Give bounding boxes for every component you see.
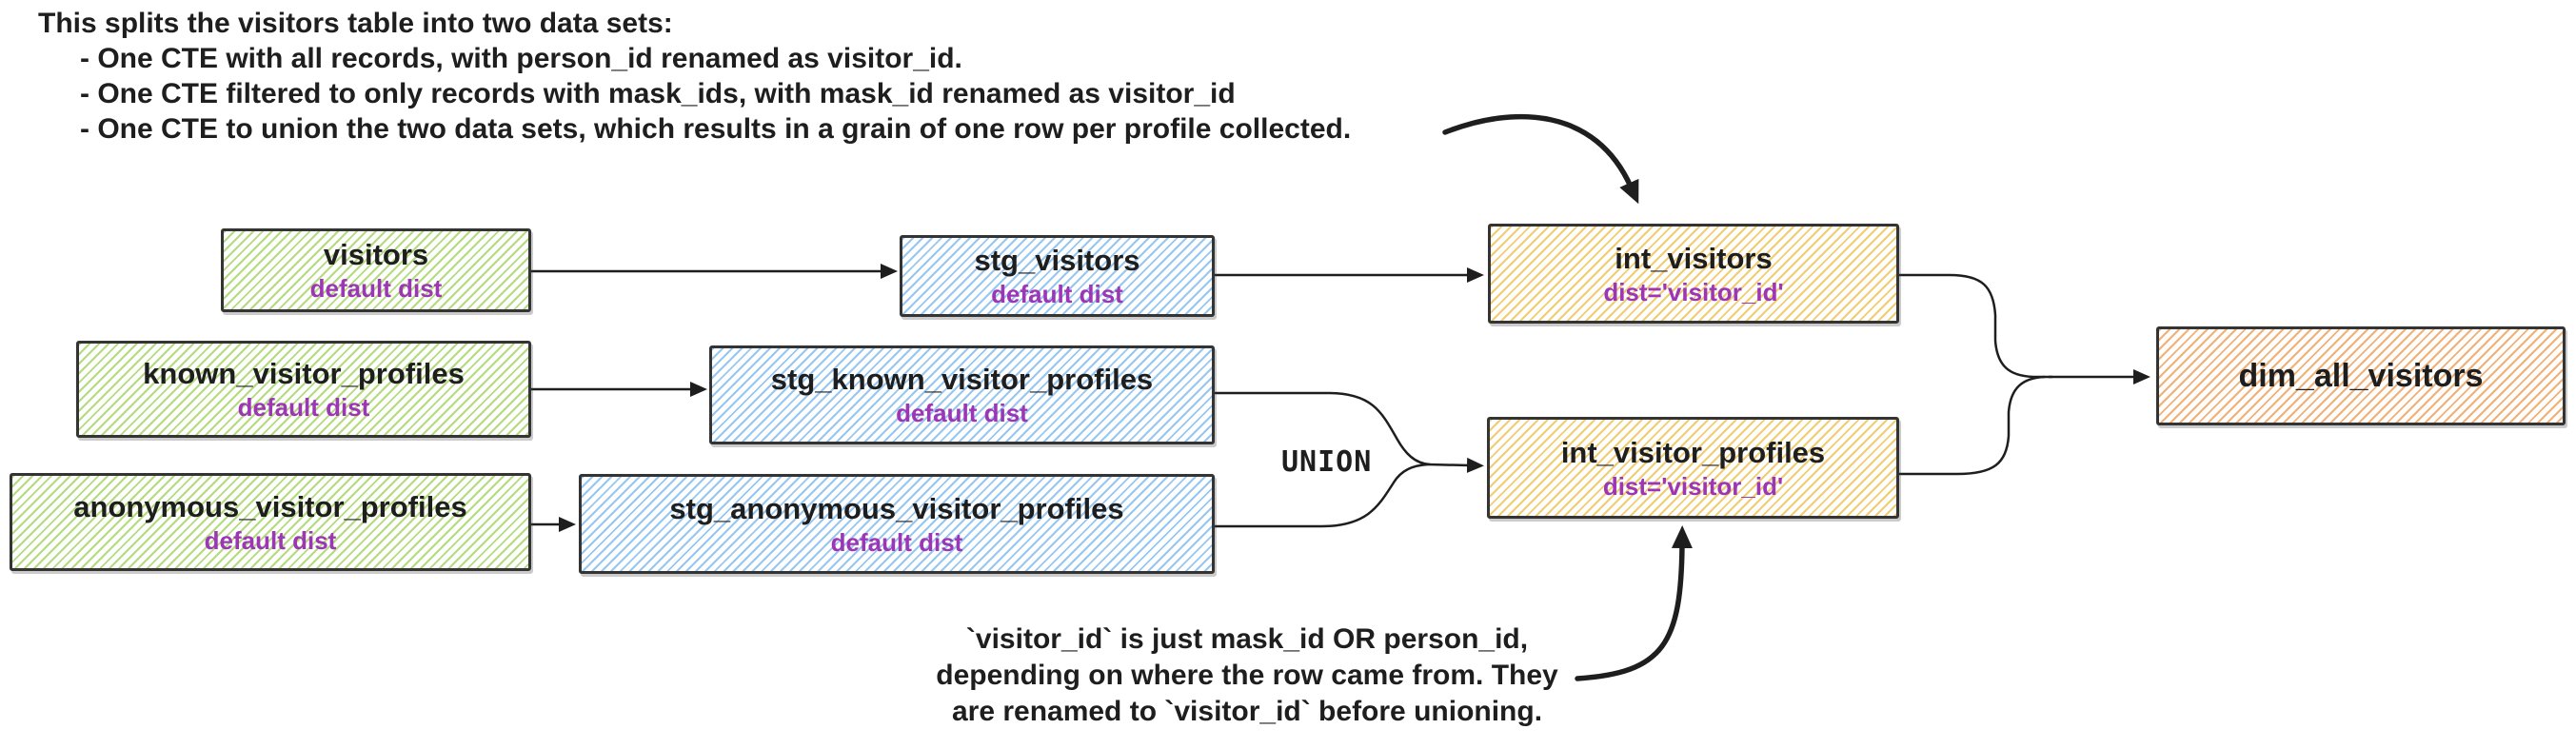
curve-stg-known-to-union — [1215, 391, 1431, 466]
node-title: dim_all_visitors — [2238, 358, 2484, 394]
top-annotation-bullet: - One CTE to union the two data sets, wh… — [80, 113, 1352, 145]
top-annotation-line: This splits the visitors table into two … — [38, 8, 673, 39]
bottom-annotation-line: depending on where the row came from. Th… — [936, 660, 1558, 691]
union-label: UNION — [1281, 445, 1373, 479]
curve-stg-anon-to-union — [1215, 463, 1429, 528]
top-annotation-bullet: - One CTE with all records, with person_… — [80, 43, 962, 74]
node-subtitle: default dist — [237, 393, 370, 422]
curve-int-visitors-to-dim — [1899, 273, 2052, 379]
node-stg-known-visitor-profiles[interactable]: stg_known_visitor_profiles default dist — [709, 345, 1215, 444]
top-annotation: This splits the visitors table into two … — [38, 6, 1351, 147]
node-subtitle: default dist — [204, 525, 337, 555]
node-anonymous-visitor-profiles[interactable]: anonymous_visitor_profiles default dist — [10, 473, 531, 571]
node-int-visitor-profiles[interactable]: int_visitor_profiles dist='visitor_id' — [1487, 417, 1899, 519]
bottom-annotation-line: are renamed to `visitor_id` before union… — [951, 696, 1543, 727]
node-dim-all-visitors[interactable]: dim_all_visitors — [2156, 326, 2566, 425]
node-title: known_visitor_profiles — [143, 357, 465, 390]
top-annotation-bullet: - One CTE filtered to only records with … — [80, 78, 1236, 109]
node-known-visitor-profiles[interactable]: known_visitor_profiles default dist — [76, 341, 531, 438]
node-title: int_visitors — [1615, 241, 1773, 275]
node-stg-anonymous-visitor-profiles[interactable]: stg_anonymous_visitor_profiles default d… — [579, 474, 1215, 574]
node-subtitle: default dist — [991, 280, 1123, 308]
node-subtitle: default dist — [896, 399, 1028, 427]
arrow-union-to-int-visitor-profiles — [1427, 457, 1484, 473]
node-subtitle: dist='visitor_id' — [1603, 277, 1784, 306]
node-int-visitors[interactable]: int_visitors dist='visitor_id' — [1488, 224, 1899, 324]
node-visitors[interactable]: visitors default dist — [221, 228, 531, 312]
bottom-annotation: `visitor_id` is just mask_id OR person_i… — [909, 621, 1585, 730]
node-title: int_visitor_profiles — [1560, 435, 1826, 469]
arrow-top-note-to-int-visitors — [1442, 113, 1639, 205]
node-title: visitors — [323, 238, 429, 271]
node-stg-visitors[interactable]: stg_visitors default dist — [900, 235, 1215, 317]
arrow-bottom-note-to-int-visitor-profiles — [1575, 525, 1693, 681]
bottom-annotation-line: `visitor_id` is just mask_id OR person_i… — [965, 623, 1529, 655]
node-subtitle: dist='visitor_id' — [1602, 471, 1784, 501]
node-title: anonymous_visitor_profiles — [73, 489, 467, 523]
curve-int-visitor-profiles-to-dim — [1899, 375, 2046, 476]
node-title: stg_known_visitor_profiles — [770, 363, 1154, 396]
node-subtitle: default dist — [309, 274, 443, 303]
node-title: stg_visitors — [974, 244, 1140, 277]
node-subtitle: default dist — [830, 527, 963, 557]
node-title: stg_anonymous_visitor_profiles — [669, 491, 1124, 525]
